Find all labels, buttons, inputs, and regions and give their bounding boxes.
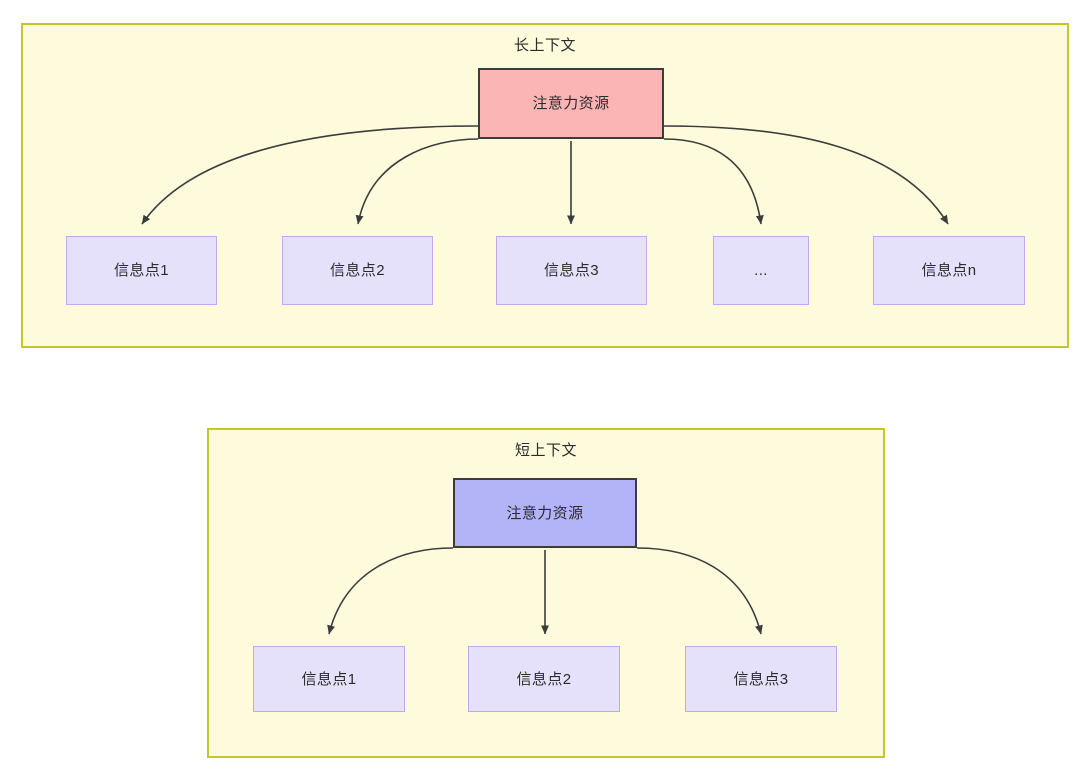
- node-info-point-2-short-label: 信息点2: [516, 670, 572, 688]
- node-info-point-3-short[interactable]: 信息点3: [685, 646, 837, 712]
- node-info-point-1-short-label: 信息点1: [301, 670, 357, 688]
- node-info-point-3-long[interactable]: 信息点3: [496, 236, 647, 305]
- group-short-context-title: 短上下文: [514, 442, 577, 459]
- node-attention-resource-short-label: 注意力资源: [506, 504, 584, 522]
- node-info-point-2-long-label: 信息点2: [330, 262, 385, 279]
- node-info-point-n-long[interactable]: 信息点n: [873, 236, 1025, 305]
- node-attention-resource-long-label: 注意力资源: [532, 95, 610, 112]
- node-info-point-2-short[interactable]: 信息点2: [468, 646, 620, 712]
- node-info-point-3-short-label: 信息点3: [733, 670, 789, 688]
- node-info-point-3-long-label: 信息点3: [544, 262, 599, 279]
- node-info-point-ellipsis-long-label: ...: [754, 262, 768, 279]
- node-info-point-1-short[interactable]: 信息点1: [253, 646, 405, 712]
- group-long-context-title: 长上下文: [513, 37, 576, 54]
- node-info-point-1-long-label: 信息点1: [114, 262, 169, 279]
- node-info-point-2-long[interactable]: 信息点2: [282, 236, 433, 305]
- node-info-point-n-long-label: 信息点n: [921, 262, 977, 279]
- node-info-point-ellipsis-long[interactable]: ...: [713, 236, 809, 305]
- node-attention-resource-long[interactable]: 注意力资源: [478, 68, 664, 139]
- node-attention-resource-short[interactable]: 注意力资源: [453, 478, 637, 548]
- node-info-point-1-long[interactable]: 信息点1: [66, 236, 217, 305]
